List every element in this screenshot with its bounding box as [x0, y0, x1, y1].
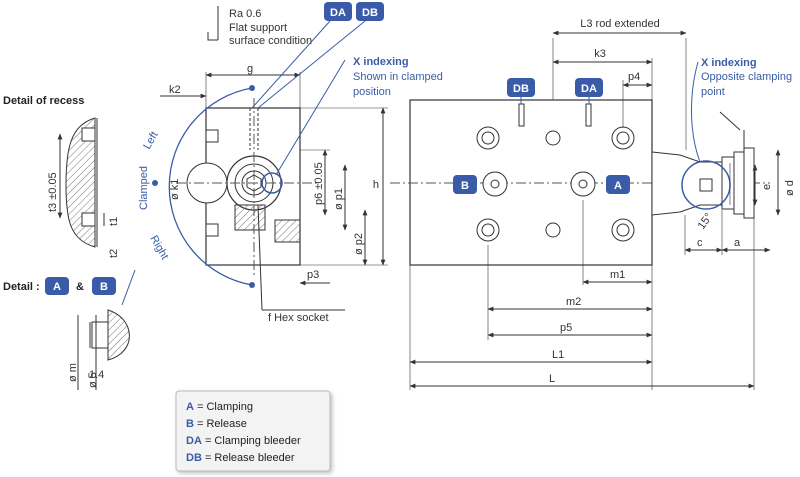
- detail-recess-title: Detail of recess: [3, 95, 84, 107]
- dim-p6: p6 ±0.05: [313, 162, 325, 205]
- legend-box: [175, 390, 331, 472]
- dim-p3: p3: [307, 269, 319, 281]
- badge-db-top: [356, 2, 384, 21]
- dim-angle: 15°: [696, 211, 715, 232]
- front-view: L3 rod extended k3 p4 e ø d c a 15° m1 m…: [390, 18, 796, 390]
- dim-k1: ø k1: [169, 179, 181, 200]
- badge-a-detail-text: A: [53, 281, 61, 293]
- legend-text: = Release: [194, 418, 247, 430]
- surface-note: Ra 0.6 Flat support surface condition: [207, 6, 312, 47]
- x-indexing-right-title: X indexing: [701, 57, 757, 69]
- badge-a-detail: [45, 277, 69, 295]
- dim-h: h: [373, 179, 379, 191]
- badges-top: DA DB: [251, 2, 384, 109]
- front-badges: DB DA B A: [453, 78, 630, 194]
- dim-t3: t3 ±0.05: [47, 172, 59, 212]
- dim-p4: p4: [628, 71, 640, 83]
- label-right: Right: [147, 234, 170, 262]
- dim-k3: k3: [594, 48, 606, 60]
- port-section: [107, 309, 130, 361]
- label-left: Left: [141, 130, 161, 152]
- legend-item: B = Release: [186, 418, 247, 430]
- legend-text: = Release bleeder: [202, 452, 295, 464]
- x-indexing-right-line1: Opposite clamping: [701, 71, 792, 83]
- label-clamped: Clamped: [138, 166, 150, 210]
- badge-b-detail: [92, 277, 116, 295]
- detail-ab-prefix: Detail :: [3, 281, 40, 293]
- legend-text: = Clamping: [194, 401, 253, 413]
- dim-p1: ø p1: [333, 188, 345, 210]
- legend-key: DA: [186, 435, 202, 447]
- dim-a: a: [734, 237, 741, 249]
- dim-l1: L1: [552, 349, 564, 361]
- dim-c: c: [697, 237, 703, 249]
- badge-b-detail-text: B: [100, 281, 108, 293]
- dim-p2: ø p2: [353, 233, 365, 255]
- detail-of-recess: Detail of recess t3 ±0.05 t1 t2: [3, 95, 120, 258]
- dim-m1: m1: [610, 269, 625, 281]
- badge-da-top: [324, 2, 352, 21]
- legend-key: A: [186, 401, 194, 413]
- dim-l3: L3 rod extended: [580, 18, 660, 30]
- badge-db-front: DB: [513, 83, 529, 95]
- dim-m: ø m: [67, 363, 79, 382]
- legend-key: DB: [186, 452, 202, 464]
- x-indexing-line1: Shown in clamped: [353, 71, 443, 83]
- dim-one-four: 1.4: [89, 369, 104, 381]
- surface-note2: surface condition: [229, 35, 312, 47]
- dim-f-hex: f Hex socket: [268, 312, 329, 324]
- legend-item: A = Clamping: [186, 401, 253, 413]
- x-indexing-title: X indexing: [353, 56, 409, 68]
- dim-five: ø 5: [87, 372, 99, 388]
- badge-db-top-text: DB: [362, 7, 378, 19]
- badge-da-front: DA: [581, 83, 597, 95]
- dim-d: ø d: [784, 180, 796, 196]
- legend-item: DA = Clamping bleeder: [186, 435, 301, 447]
- dim-p5: p5: [560, 322, 572, 334]
- x-indexing-callout-right: X indexing Opposite clamping point: [691, 57, 792, 163]
- legend-item: DB = Release bleeder: [186, 452, 295, 464]
- badge-a-front: A: [614, 180, 622, 192]
- x-indexing-callout-left: X indexing Shown in clamped position: [275, 56, 443, 176]
- detail-a-b: Detail : A & B ø m ø 5 1.4: [3, 269, 136, 390]
- surface-roughness: Ra 0.6: [229, 8, 261, 20]
- end-view: g k2 ø k1 p6 ±0.05 ø p1 ø p2 h p3 f Hex …: [160, 63, 388, 324]
- x-indexing-right-line2: point: [701, 86, 725, 98]
- dim-t2: t2: [108, 249, 120, 258]
- badge-da-top-text: DA: [330, 7, 346, 19]
- recess-upper: [81, 127, 96, 142]
- surface-note1: Flat support: [229, 22, 287, 34]
- detail-ab-and: &: [76, 281, 84, 293]
- badge-b-front: B: [461, 180, 469, 192]
- legend-text: = Clamping bleeder: [202, 435, 301, 447]
- recess-lower: [81, 212, 96, 227]
- dim-m2: m2: [566, 296, 581, 308]
- dim-g: g: [247, 63, 253, 75]
- dim-l: L: [549, 373, 555, 385]
- dim-t1: t1: [108, 217, 120, 226]
- x-indexing-line2: position: [353, 86, 391, 98]
- dim-k2: k2: [169, 84, 181, 96]
- legend-key: B: [186, 418, 194, 430]
- clamp-arc: [168, 87, 253, 286]
- dim-e: e: [761, 184, 773, 190]
